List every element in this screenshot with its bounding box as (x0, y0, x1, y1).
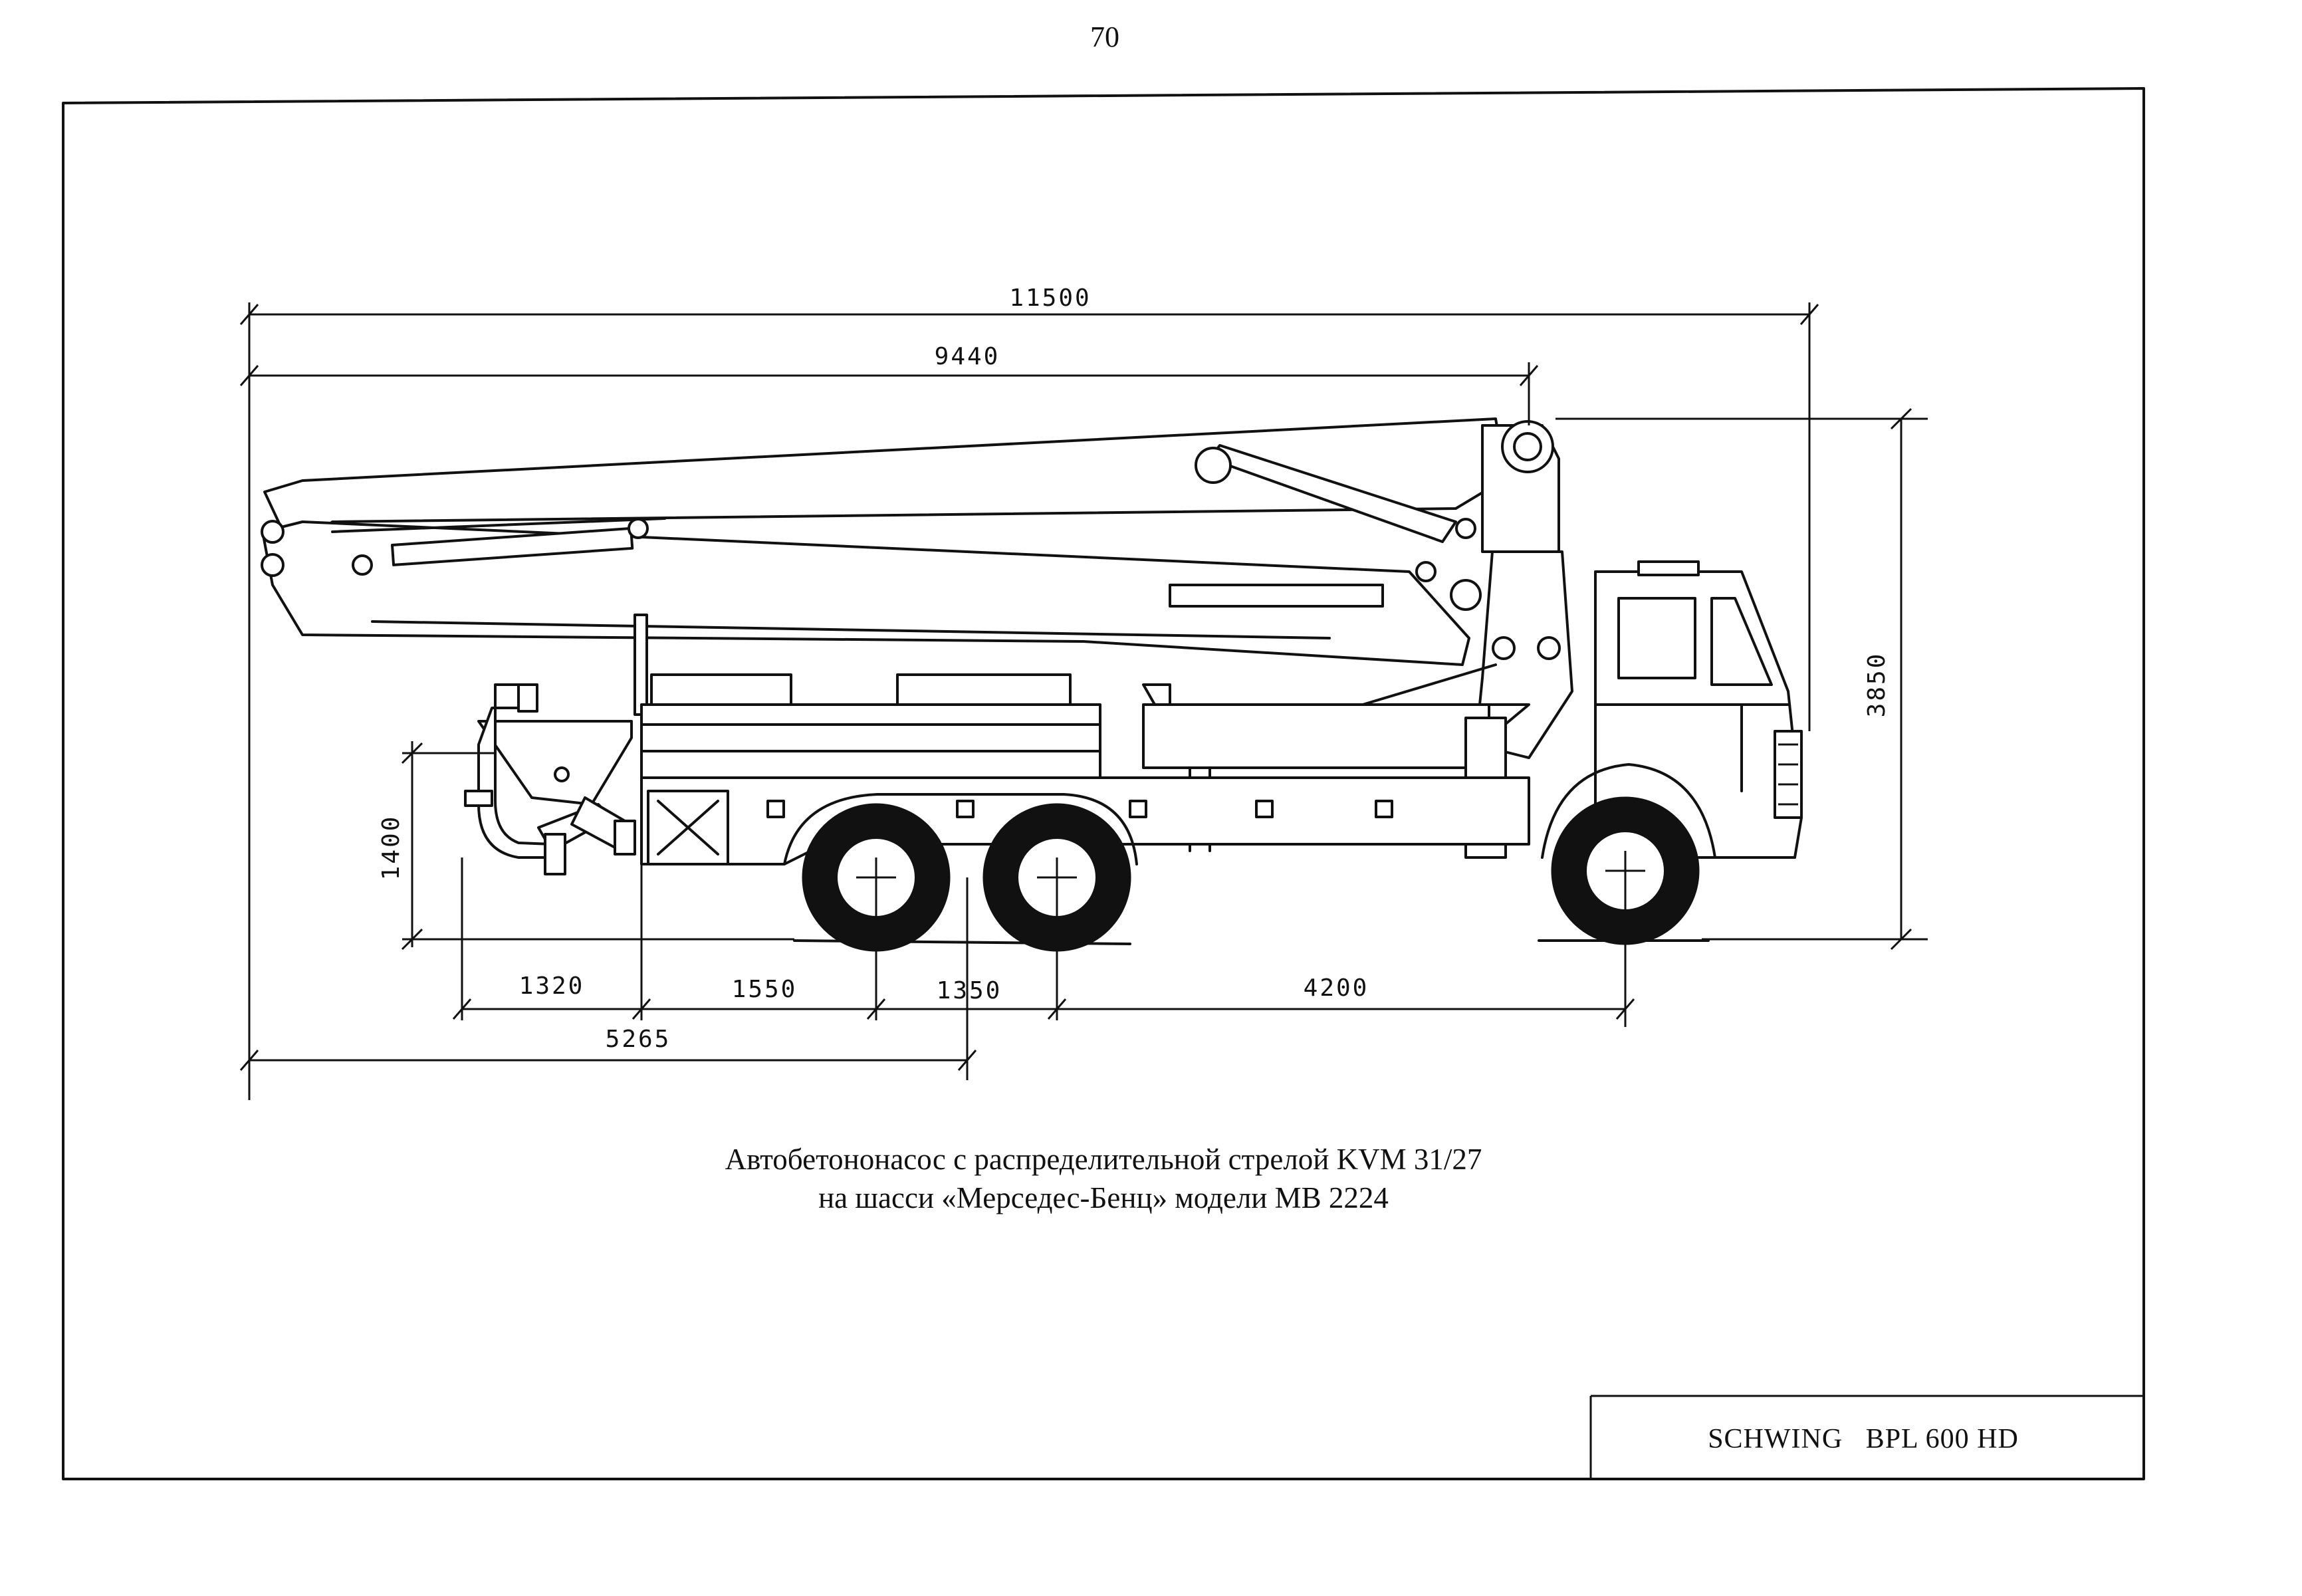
dim-hopper-height: 1400 (378, 815, 405, 881)
dim-overall-length: 11500 (1009, 285, 1091, 312)
dimension-lines (239, 302, 1928, 1100)
cab-vent (1637, 560, 1700, 576)
dim-to-first-axle: 1550 (732, 976, 798, 1003)
caption-line-1: Автобетононасос с распределительной стре… (725, 1143, 1482, 1176)
water-tank (640, 703, 1101, 779)
dim-boom-length: 9440 (935, 343, 1000, 370)
dimension-labels: 11500 9440 3850 1400 1320 1550 1350 4200… (378, 285, 1891, 1053)
concrete-pump-truck (261, 417, 1803, 952)
mid-cylinder (1169, 584, 1384, 608)
page-number: 70 (1090, 21, 1119, 53)
cab-door-window (1710, 597, 1773, 686)
drawing-frame (62, 87, 2145, 1480)
truck-cab (1594, 560, 1803, 859)
dim-height: 3850 (1863, 652, 1891, 718)
dim-wheelbase: 4200 (1304, 974, 1369, 1002)
ground-line-rear (793, 939, 1131, 945)
boom-tip-pin (261, 520, 285, 544)
hopper-assembly (464, 683, 636, 875)
tip-cylinder (391, 526, 634, 566)
water-tank-top (650, 673, 792, 706)
title-block-model: SCHWING BPL 600 HD (1708, 1424, 2019, 1454)
dim-axle-spacing: 1350 (937, 977, 1002, 1004)
dim-rear-overhang: 1320 (519, 972, 585, 1000)
cab-side-window (1617, 597, 1696, 679)
rear-fender (783, 793, 1138, 865)
grille (1774, 730, 1803, 819)
hopper (477, 720, 633, 806)
boom-section-lower (261, 520, 1470, 666)
dim-to-bogie-center: 5265 (606, 1026, 671, 1053)
caption-line-2: на шасси «Мерседес-Бенц» модели MB 2224 (818, 1181, 1389, 1214)
front-fender (1541, 763, 1716, 859)
boom (261, 417, 1573, 759)
drawing-caption: Автобетононасос с распределительной стре… (0, 1140, 2207, 1217)
